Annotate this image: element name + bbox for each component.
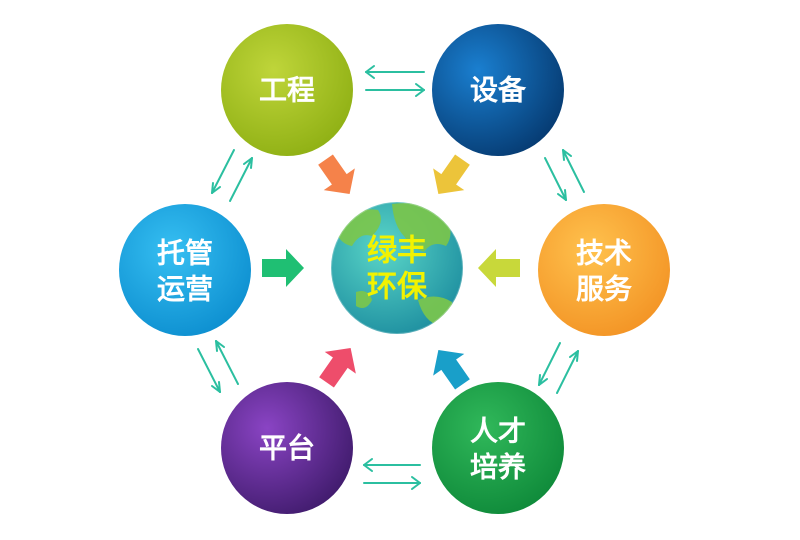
arrow-techservice-talent [538, 342, 579, 394]
center-label-line1: 绿丰 [367, 234, 427, 269]
node-engineering-label: 工程 [259, 74, 315, 107]
arrow-engineering-hosting [211, 149, 253, 202]
node-tech-service-label-line2: 服务 [576, 273, 632, 306]
node-talent-label-line2: 培养 [470, 451, 526, 484]
node-hosting-label-line1: 托管 [157, 237, 213, 270]
node-hosting-operation: 托管 运营 [119, 204, 251, 336]
node-engineering: 工程 [221, 24, 353, 156]
node-tech-service-label-line1: 技术 [576, 237, 632, 270]
center-globe: 绿丰 环保 [330, 201, 464, 335]
arrow-engineering-equipment [365, 65, 425, 97]
arrow-from-equipment [433, 154, 470, 195]
node-platform: 平台 [221, 382, 353, 514]
arrow-from-talent [433, 349, 470, 390]
connector-arrows [197, 65, 585, 490]
arrow-from-tech-service [478, 249, 520, 287]
center-label-line2: 环保 [367, 270, 428, 305]
inward-arrows [262, 154, 520, 390]
node-tech-service: 技术 服务 [538, 204, 670, 336]
arrow-platform-talent [363, 458, 421, 490]
node-hosting-label-line2: 运营 [157, 273, 213, 306]
arrow-from-hosting [262, 249, 304, 287]
node-equipment: 设备 [432, 24, 564, 156]
arrow-equipment-techservice [544, 149, 585, 201]
node-equipment-label: 设备 [470, 74, 527, 107]
node-talent: 人才 培养 [432, 382, 564, 514]
node-talent-label-line1: 人才 [470, 415, 526, 448]
arrow-hosting-platform [197, 340, 239, 393]
node-platform-label: 平台 [259, 432, 315, 465]
arrow-from-engineering [318, 154, 355, 195]
arrow-from-platform [319, 347, 356, 388]
